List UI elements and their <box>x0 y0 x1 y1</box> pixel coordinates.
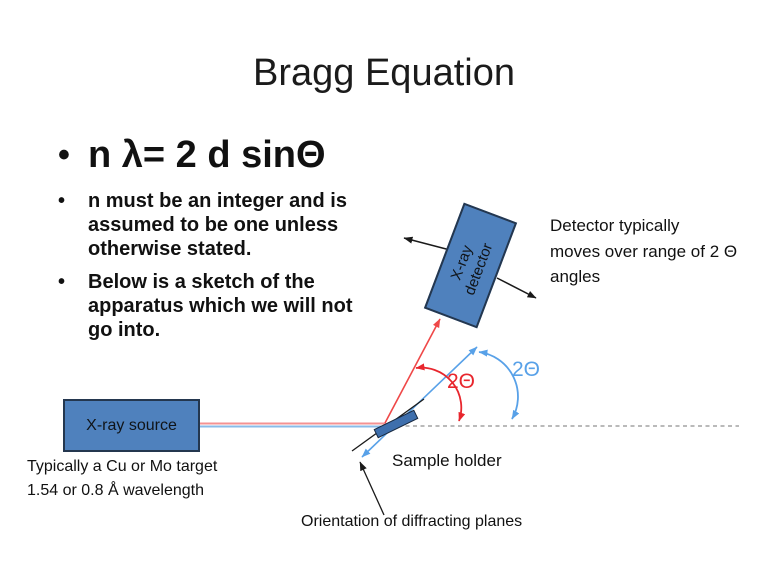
bullet-glyph: • <box>58 190 66 212</box>
xray-detector-box: X-ray detector <box>423 202 518 329</box>
detector-position-ray-blue <box>361 346 478 458</box>
two-theta-label-blue: 2Θ <box>512 358 541 381</box>
slide-title: Bragg Equation <box>253 52 515 94</box>
diffracting-planes-line <box>351 398 425 452</box>
diffracted-ray-red <box>384 318 441 424</box>
xray-detector-label: X-ray detector <box>447 240 496 297</box>
bullet-text-integer-note: n must be an integer and is assumed to b… <box>88 190 347 260</box>
source-caption: Typically a Cu or Mo target 1.54 or 0.8 … <box>27 458 218 499</box>
bragg-equation-text: n λ= 2 d sinΘ <box>88 134 326 176</box>
two-theta-label-red: 2Θ <box>447 370 476 393</box>
sample-chip <box>373 409 419 439</box>
detector-note: Detector typically moves over range of 2… <box>550 216 738 286</box>
bullet-text-sketch-note: Below is a sketch of the apparatus which… <box>88 271 353 341</box>
xray-source-box: X-ray source <box>63 399 200 452</box>
bullet-glyph: • <box>58 136 70 174</box>
bullet-list: • n must be an integer and is assumed to… <box>58 189 352 342</box>
sample-holder-label: Sample holder <box>392 451 502 470</box>
bullet-glyph: • <box>58 271 66 293</box>
list-item: • n must be an integer and is assumed to… <box>58 189 352 261</box>
detector-sweep-arrow-left <box>403 236 451 251</box>
orientation-pointer-arrow <box>359 461 385 516</box>
xray-source-label: X-ray source <box>86 416 177 434</box>
detector-sweep-arrow-right <box>496 277 537 299</box>
orientation-label: Orientation of diffracting planes <box>301 513 523 530</box>
equation-bullet-item: • n λ= 2 d sinΘ <box>58 131 326 179</box>
list-item: • Below is a sketch of the apparatus whi… <box>58 270 352 342</box>
